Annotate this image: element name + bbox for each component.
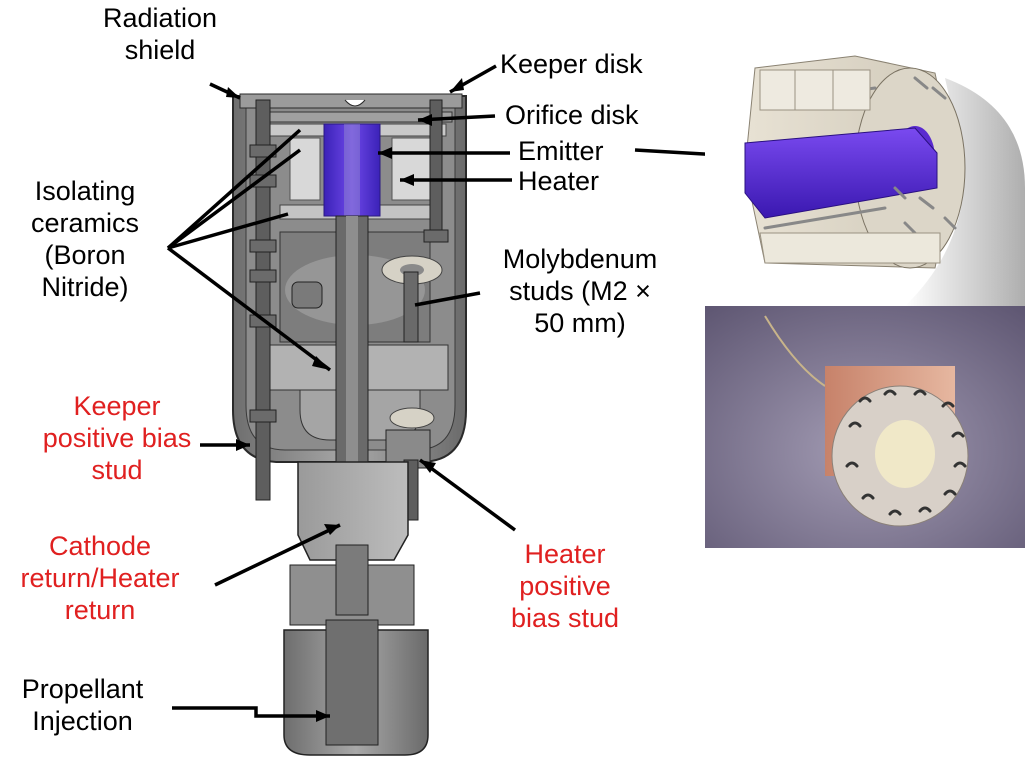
label-cathode-return: Cathode return/Heater return [20, 531, 180, 625]
label-radiation-shield: Radiation shield [102, 3, 218, 65]
label-keeper-positive-bias-stud: Keeper positive bias stud [42, 391, 192, 485]
keeper-bias-stud [249, 99, 277, 501]
leader-lines [166, 64, 739, 718]
right-stud [423, 99, 449, 243]
emitter [323, 123, 381, 217]
molybdenum-stud [291, 255, 443, 343]
heater-photo [705, 306, 1025, 548]
label-propellant-injection: Propellant Injection [21, 674, 144, 736]
label-heater: Heater [518, 166, 600, 196]
label-isolating-ceramics: Isolating ceramics (Boron Nitride) [30, 176, 139, 302]
heater-render [705, 48, 1025, 306]
heater-render-panel [705, 48, 1025, 306]
label-heater-positive-bias-stud: Heater positive bias stud [510, 539, 620, 633]
label-molybdenum-studs: Molybdenum studs (M2 × 50 mm) [502, 244, 658, 338]
label-orifice-disk: Orifice disk [505, 100, 639, 130]
keeper-disk [239, 93, 463, 109]
heater-photo-panel [705, 306, 1025, 548]
propellant-fitting [283, 461, 429, 756]
label-emitter: Emitter [518, 136, 604, 166]
label-keeper-disk: Keeper disk [500, 49, 643, 79]
